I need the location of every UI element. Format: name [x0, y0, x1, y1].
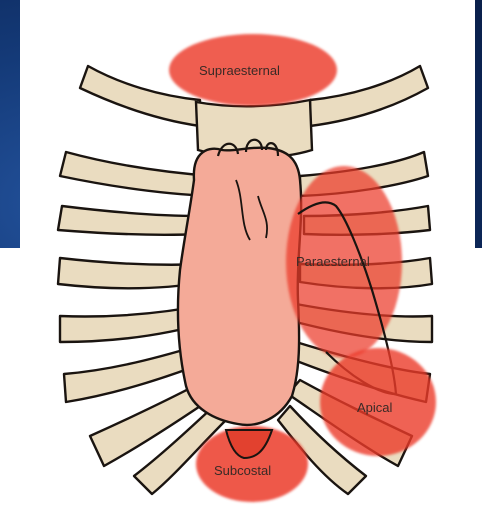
- label-supraesternal: Supraesternal: [199, 63, 280, 78]
- label-subcostal: Subcostal: [214, 463, 271, 478]
- rib-left-2: [60, 152, 212, 196]
- label-apical: Apical: [357, 400, 393, 415]
- label-paraesternal: Paraesternal: [296, 254, 370, 269]
- rib-left-3: [58, 206, 200, 235]
